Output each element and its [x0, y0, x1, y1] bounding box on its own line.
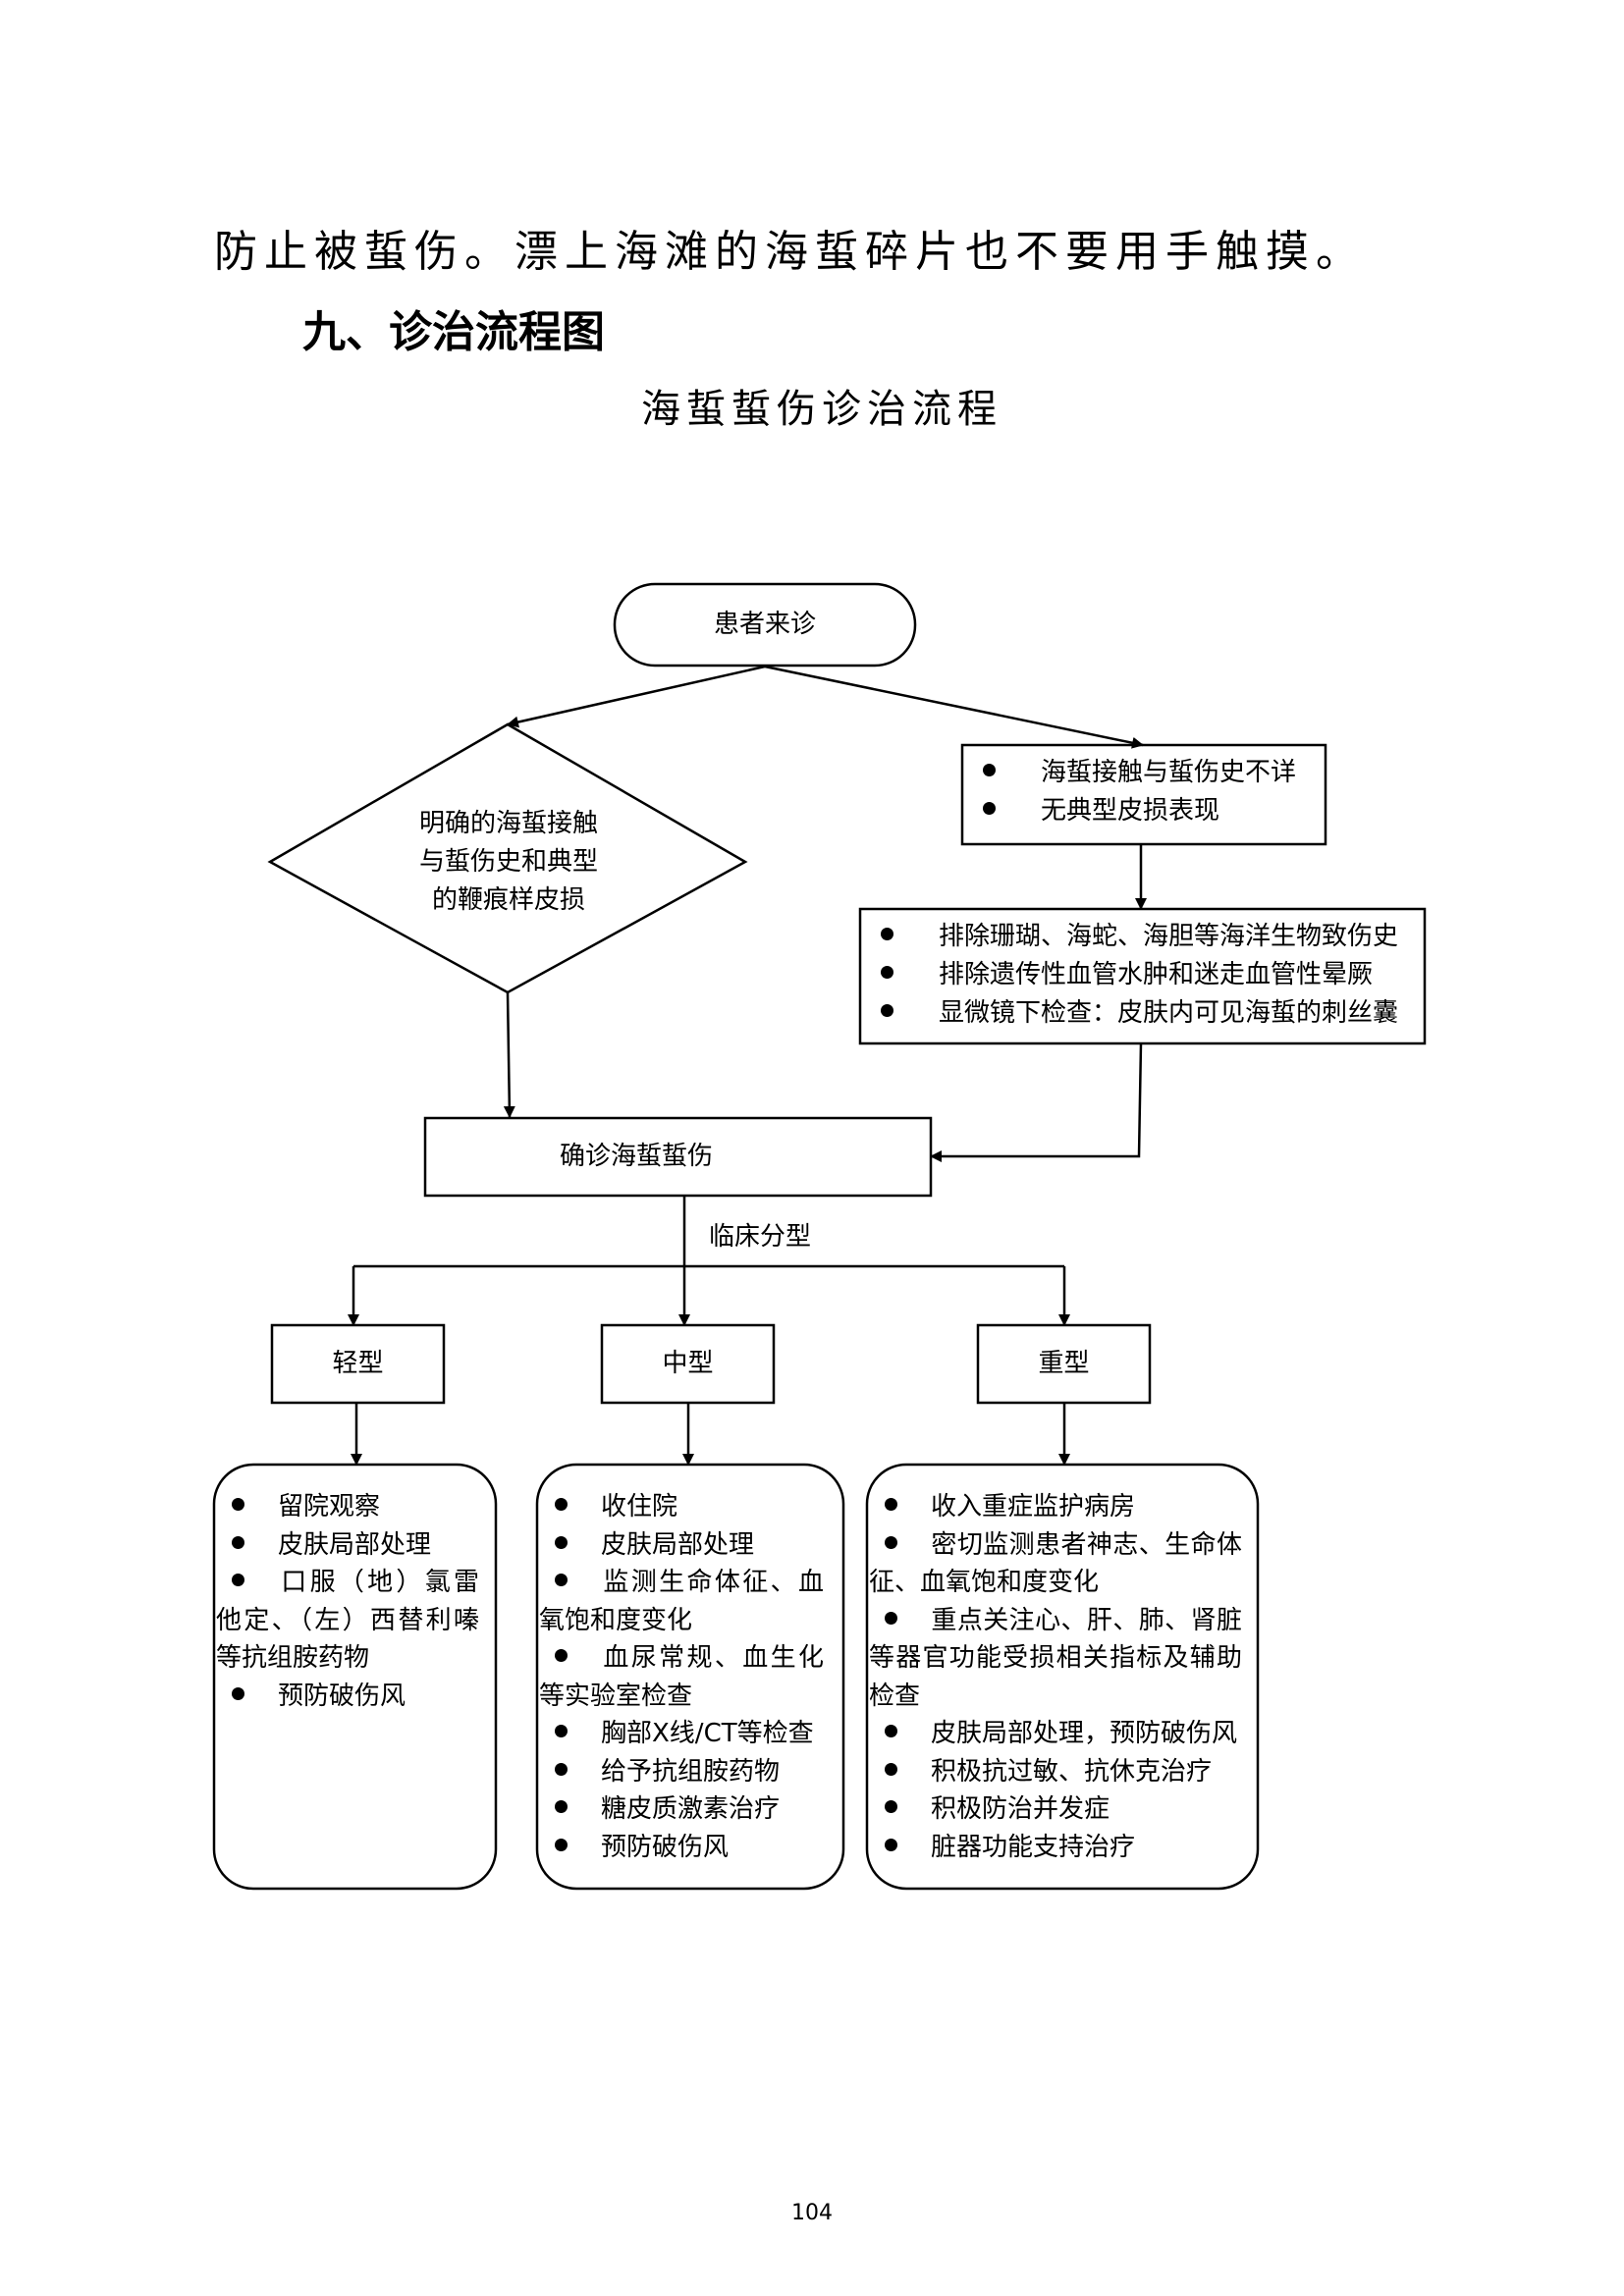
- list-item: 给予抗组胺药物: [539, 1753, 824, 1791]
- start-node: [613, 582, 917, 667]
- severe-type-box: [976, 1323, 1152, 1405]
- bullet-icon: [232, 1686, 244, 1700]
- bullet-icon: [885, 1800, 897, 1813]
- severe-actions-list: 收入重症监护病房 密切监测患者神志、生命体征、血氧饱和度变化 重点关注心、肝、肺…: [869, 1488, 1242, 1866]
- mild-type-label: 轻型: [332, 1349, 384, 1378]
- flowchart-title: 海蜇蜇伤诊治流程: [641, 387, 1002, 432]
- list-item: 海蜇接触与蜇伤史不详: [983, 754, 1296, 792]
- list-item: 皮肤局部处理: [216, 1526, 479, 1565]
- list-item: 留院观察: [216, 1488, 479, 1526]
- bullet-icon: [983, 802, 996, 815]
- bullet-icon: [232, 1574, 244, 1586]
- bullet-icon: [881, 928, 893, 940]
- bullet-icon: [232, 1498, 244, 1511]
- list-item: 积极抗过敏、抗休克治疗: [869, 1753, 1242, 1791]
- list-item: 无典型皮损表现: [983, 792, 1296, 830]
- list-item: 收入重症监护病房: [869, 1488, 1242, 1526]
- list-item: 显微镜下检查：皮肤内可见海蜇的刺丝囊: [881, 994, 1398, 1033]
- list-item: 皮肤局部处理，预防破伤风: [869, 1715, 1242, 1753]
- list-item: 皮肤局部处理: [539, 1526, 824, 1565]
- bullet-icon: [232, 1535, 244, 1549]
- arrow-exclude-to-diagnosis: [930, 1042, 1143, 1162]
- moderate-type-box: [600, 1323, 776, 1405]
- list-item: 预防破伤风: [539, 1829, 824, 1867]
- section-heading: 九、诊治流程图: [302, 307, 605, 357]
- bullet-icon: [881, 966, 893, 979]
- exclude-box: [858, 907, 1427, 1045]
- bullet-icon: [555, 1649, 568, 1662]
- bullet-icon: [885, 1498, 897, 1511]
- decision-line-2: 与蜇伤史和典型: [418, 847, 598, 877]
- page-number: 104: [791, 2201, 833, 2225]
- decision-line-1: 明确的海蜇接触: [418, 809, 598, 838]
- list-item: 密切监测患者神志、生命体征、血氧饱和度变化: [869, 1529, 1242, 1598]
- list-item: 积极防治并发症: [869, 1790, 1242, 1829]
- lead-paragraph: 防止被蜇伤。漂上海滩的海蜇碎片也不要用手触摸。: [214, 227, 1366, 277]
- bullet-icon: [885, 1611, 897, 1625]
- mild-type-box: [270, 1323, 446, 1405]
- arrow-decision-to-diagnosis: [503, 991, 515, 1118]
- decision-label: 明确的海蜇接触 与蜇伤史和典型 的鞭痕样皮损: [373, 805, 644, 920]
- diagnosis-label: 确诊海蜇蜇伤: [559, 1142, 713, 1171]
- list-item: 口服（地）氯雷他定、（左）西替利嗪等抗组胺药物: [216, 1568, 479, 1673]
- list-item: 预防破伤风: [216, 1678, 479, 1716]
- bullet-icon: [555, 1725, 568, 1737]
- bullet-icon: [555, 1498, 568, 1511]
- list-item: 糖皮质激素治疗: [539, 1790, 824, 1829]
- moderate-actions-list: 收住院 皮肤局部处理 监测生命体征、血氧饱和度变化 血尿常规、血生化等实验室检查…: [539, 1488, 824, 1866]
- list-item: 脏器功能支持治疗: [869, 1829, 1242, 1867]
- bullet-icon: [555, 1838, 568, 1851]
- diagnosis-box: [423, 1116, 933, 1198]
- bullet-icon: [881, 1004, 893, 1017]
- exclude-list: 排除珊瑚、海蛇、海胆等海洋生物致伤史 排除遗传性血管水肿和迷走血管性晕厥 显微镜…: [881, 918, 1398, 1033]
- list-item: 监测生命体征、血氧饱和度变化: [539, 1568, 824, 1635]
- bullet-icon: [983, 764, 996, 776]
- list-item: 排除遗传性血管水肿和迷走血管性晕厥: [881, 956, 1398, 994]
- bullet-icon: [885, 1535, 897, 1549]
- list-item: 胸部X线/CT等检查: [539, 1715, 824, 1753]
- decision-line-3: 的鞭痕样皮损: [431, 885, 585, 915]
- bullet-icon: [885, 1725, 897, 1737]
- start-label: 患者来诊: [713, 610, 816, 639]
- arrow-start-to-decision: [507, 665, 766, 728]
- moderate-type-label: 中型: [662, 1349, 714, 1378]
- bullet-icon: [555, 1535, 568, 1549]
- classification-label: 临床分型: [709, 1222, 812, 1252]
- list-item: 排除珊瑚、海蛇、海胆等海洋生物致伤史: [881, 918, 1398, 956]
- list-item: 重点关注心、肝、肺、肾脏等器官功能受损相关指标及辅助检查: [869, 1605, 1242, 1711]
- bullet-icon: [885, 1838, 897, 1851]
- severe-type-label: 重型: [1038, 1349, 1090, 1378]
- uncertain-box: [960, 743, 1327, 846]
- uncertain-list: 海蜇接触与蜇伤史不详 无典型皮损表现: [983, 754, 1296, 830]
- mild-actions-list: 留院观察 皮肤局部处理 口服（地）氯雷他定、（左）西替利嗪等抗组胺药物 预防破伤…: [216, 1488, 479, 1715]
- bullet-icon: [885, 1762, 897, 1776]
- list-item: 血尿常规、血生化等实验室检查: [539, 1643, 824, 1711]
- arrow-start-to-uncertain: [764, 665, 1144, 749]
- bullet-icon: [555, 1574, 568, 1586]
- bullet-icon: [555, 1800, 568, 1813]
- list-item: 收住院: [539, 1488, 824, 1526]
- bullet-icon: [555, 1762, 568, 1776]
